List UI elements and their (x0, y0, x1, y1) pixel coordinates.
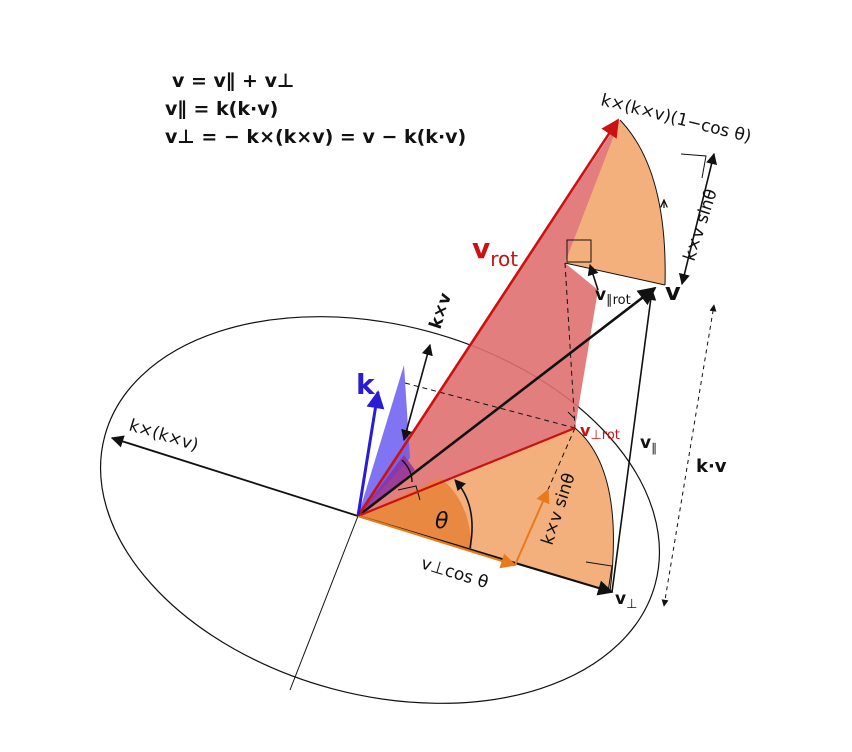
v-perp-rot-label: v⊥rot (580, 421, 620, 443)
perp-rot-tick (567, 411, 575, 419)
k-sector (358, 365, 410, 516)
right-angle-marker-mid (566, 239, 592, 263)
v-par-label-sub: ∥ (651, 441, 657, 455)
kxv-dashed (404, 382, 576, 429)
v-par-rot-label-main: v (595, 285, 606, 305)
v-perp-cos-vector (357, 514, 517, 569)
kxv-label: k×v (426, 291, 456, 332)
rotation-circle (99, 316, 661, 704)
v-vector (357, 286, 657, 518)
v-rot-label-main: v (472, 232, 490, 265)
kxkxv-label: k×(k×v) (127, 416, 201, 456)
v-par-rot-label: v∥rot (595, 285, 631, 308)
right-angle-marker-top (680, 153, 707, 179)
theta-wedge (358, 478, 472, 550)
kxv-sin-vector (514, 488, 550, 566)
k-dot-v-label: k·v (696, 456, 727, 477)
kxkxv-vector (110, 435, 359, 517)
k-sector-arc (401, 459, 413, 483)
k-label: k (356, 368, 376, 401)
theta-sector (358, 428, 614, 592)
v-par-rot-label-sub: ∥rot (606, 293, 631, 308)
v-par-rot-vector (587, 263, 599, 291)
upper-arc (619, 119, 666, 286)
v-perp-rot-vector (357, 426, 576, 518)
kxv-dimension-arrow (401, 343, 433, 442)
v-par-vector (611, 288, 657, 593)
k-dot-v-dimension-arrow (661, 304, 717, 607)
v-rot-vector (356, 118, 620, 517)
k-sector-overlap (358, 455, 415, 516)
upper-rotation-sector (565, 120, 666, 285)
right-angle-marker-k (397, 485, 421, 501)
theta-label: θ (435, 509, 449, 534)
v-perp-label-sub: ⊥ (626, 597, 637, 612)
theta-arc (454, 479, 473, 549)
kxv-sin-dimension-arrow (678, 152, 718, 286)
v-par-label-main: v (640, 433, 651, 453)
lower-arc (574, 427, 614, 593)
k-vector (356, 390, 385, 517)
formula-v-decomposition: v = v∥ + v⊥ (172, 70, 295, 92)
formula-v-parallel: v∥ = k(k·v) (165, 98, 279, 120)
v-par-label: v∥ (640, 433, 657, 455)
v-perp-rot-label-main: v (580, 421, 591, 440)
upper-sector-edge (564, 262, 666, 286)
v-label: v (665, 278, 681, 306)
v-perp-cos-label: v⊥cos θ (419, 554, 491, 593)
v-perp-label-main: v (615, 589, 626, 609)
formula-v-perpendicular: v⊥ = − k×(k×v) = v − k(k·v) (165, 126, 467, 148)
v-perp-rot-label-sub: ⊥rot (590, 428, 619, 443)
kxv-sin-right-label: k×v sinθ (680, 187, 722, 264)
v-rot-label-sub: rot (490, 247, 518, 271)
v-rot-label: vrot (472, 232, 518, 271)
base-axis-line (289, 515, 359, 691)
v-perp-label: v⊥ (615, 589, 637, 612)
vpar-dashed (564, 262, 576, 429)
